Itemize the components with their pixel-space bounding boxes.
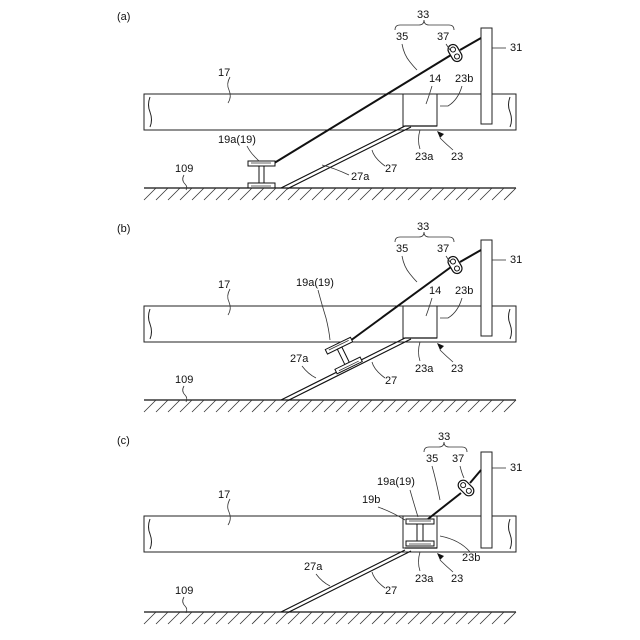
label-girder: 17 (218, 489, 230, 501)
panel-b: (b) 17 31 19a(19) (117, 221, 522, 412)
label-ground: 109 (175, 163, 193, 175)
panel-c: (c) 17 31 (117, 431, 522, 624)
label-steel: 19a(19) (377, 476, 415, 488)
ground-hatch (144, 188, 516, 200)
ibeam-19a (325, 337, 362, 374)
rail-27 (281, 550, 405, 612)
label-rail-edge: 27a (304, 561, 323, 573)
label-group: 33 (417, 9, 429, 21)
pocket-23 (403, 306, 437, 338)
label-flange: 19b (362, 494, 380, 506)
rail-27 (281, 126, 405, 188)
rope (428, 493, 461, 519)
post-31 (481, 240, 492, 336)
panel-b-label: (b) (117, 223, 130, 235)
ground-hatch (144, 612, 516, 624)
label-sub-a: 35 (396, 243, 408, 255)
ibeam-19a (248, 161, 275, 188)
girder-17 (144, 516, 516, 552)
label-steel: 19a(19) (218, 134, 256, 146)
label-part14: 14 (429, 73, 441, 85)
label-girder: 17 (218, 279, 230, 291)
ground-hatch (144, 400, 516, 412)
label-sub-a: 35 (396, 31, 408, 43)
label-rail: 27 (385, 163, 397, 175)
label-ground: 109 (175, 374, 193, 386)
label-pocket-a: 23a (415, 573, 434, 585)
label-pocket: 23b (455, 285, 473, 297)
shackle-37 (446, 43, 464, 64)
label-post: 31 (510, 42, 522, 54)
label-pocket-main: 23 (451, 573, 463, 585)
label-pocket: 23b (462, 552, 480, 564)
post-31 (481, 452, 492, 548)
label-sub-b: 37 (452, 453, 464, 465)
label-rail: 27 (385, 375, 397, 387)
label-girder: 17 (218, 67, 230, 79)
label-post: 31 (510, 462, 522, 474)
label-pocket-a: 23a (415, 363, 434, 375)
girder-17 (144, 94, 516, 130)
label-pocket-main: 23 (451, 151, 463, 163)
label-pocket-a: 23a (415, 151, 434, 163)
panel-c-label: (c) (117, 435, 130, 447)
label-ground: 109 (175, 585, 193, 597)
label-group: 33 (438, 431, 450, 443)
label-part14: 14 (429, 285, 441, 297)
label-rail-edge: 27a (351, 171, 370, 183)
label-sub-a: 35 (426, 453, 438, 465)
label-rail-edge: 27a (290, 353, 309, 365)
panel-a: (a) 17 31 (117, 9, 522, 200)
label-rail: 27 (385, 585, 397, 597)
label-steel: 19a(19) (296, 277, 334, 289)
label-sub-b: 37 (437, 243, 449, 255)
shackle-37 (446, 255, 464, 276)
post-31 (481, 28, 492, 124)
label-post: 31 (510, 254, 522, 266)
panel-a-label: (a) (117, 11, 130, 23)
label-pocket-main: 23 (451, 363, 463, 375)
label-sub-b: 37 (437, 31, 449, 43)
label-group: 33 (417, 221, 429, 233)
pocket-23 (403, 94, 437, 126)
label-pocket: 23b (455, 73, 473, 85)
